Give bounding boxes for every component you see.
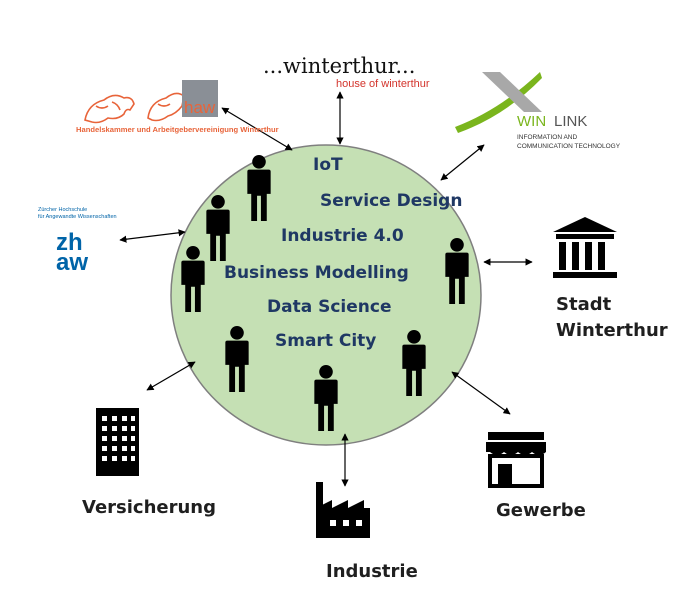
winterthur-logo: ...winterthur... house of winterthur [263,54,430,90]
topic-service-design: Service Design [320,191,463,211]
zhaw-logo-line2: aw [56,249,88,276]
arrow-haw [221,107,293,151]
zhaw-caption-1: Zürcher Hochschule [38,207,87,213]
town-hall-icon [553,217,617,278]
winlink-logo: WIN LINK INFORMATION AND COMMUNICATION T… [455,72,621,150]
haw-logo: haw Handelskammer und Arbeitgebervereini… [76,80,279,134]
winlink-subtitle-2: COMMUNICATION TECHNOLOGY [517,143,621,150]
haw-caption: Handelskammer und Arbeitgebervereinigung… [76,125,279,134]
topic-iot: IoT [313,155,343,175]
building-icon [96,408,139,476]
lion-icon [84,92,185,124]
topic-business-modelling: Business Modelling [224,263,409,283]
winterthur-tagline: house of winterthur [336,78,430,90]
factory-icon [316,482,370,538]
topic-smart-city: Smart City [275,331,377,351]
arrow-versicherung [146,361,196,391]
network-circle [170,144,482,446]
stadt-label-line2: Winterthur [556,320,668,341]
winlink-win: WIN [517,113,546,130]
winlink-swoosh-icon [455,72,542,133]
arrow-zhaw [119,229,186,243]
shop-icon [486,432,546,488]
zhaw-logo-line1: zh [56,229,83,256]
winterthur-logo-text: ...winterthur... [263,54,415,78]
arrow-winlink [440,144,485,181]
industrie-label: Industrie [326,561,418,582]
haw-logo-text: haw [184,98,216,117]
stadt-label-line1: Stadt [556,294,612,315]
zhaw-caption-2: für Angewandte Wissenschaften [38,214,117,220]
winlink-subtitle-1: INFORMATION AND [517,134,577,141]
winlink-link: LINK [554,113,587,130]
topic-industrie-40: Industrie 4.0 [281,226,404,246]
versicherung-label: Versicherung [82,497,216,518]
gewerbe-label: Gewerbe [496,500,586,521]
topic-data-science: Data Science [267,297,392,317]
arrow-gewerbe [451,371,511,415]
zhaw-logo: Zürcher Hochschule für Angewandte Wissen… [38,207,117,276]
